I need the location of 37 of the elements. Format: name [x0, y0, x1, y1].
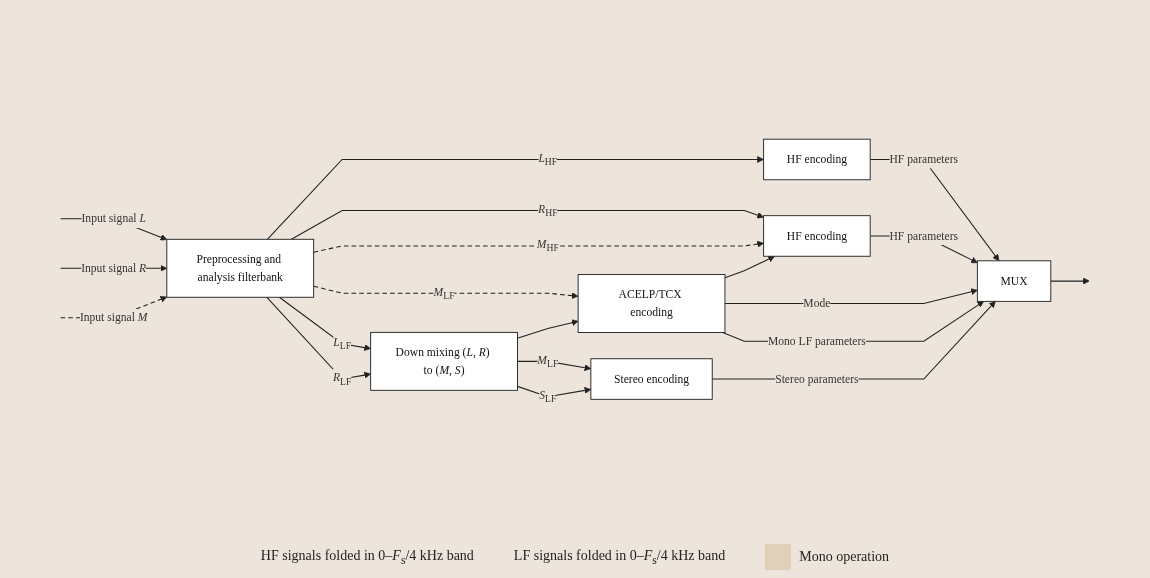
arrow	[290, 210, 764, 240]
arrow	[266, 296, 371, 380]
edge-label: S$_{LF}$	[539, 389, 557, 405]
node-box: Stereo encoding	[590, 358, 713, 400]
edge-label: L$_{LF}$	[333, 336, 352, 352]
edge-label: M$_{LF}$	[433, 285, 455, 302]
arrow	[278, 296, 371, 351]
edge-label: Input signal R	[81, 261, 147, 275]
arrow	[1050, 277, 1090, 285]
node-box: HF encoding	[763, 138, 871, 181]
edge-label: Stereo parameters	[775, 372, 859, 386]
arrow	[266, 156, 764, 240]
node-box: Preprocessing and analysis filterbank	[166, 238, 315, 298]
node-box: Down mixing (L, R) to (M, S)	[370, 332, 518, 391]
note-text: LF signals folded in 0–F$_{s}$/4 kHz band	[513, 547, 726, 567]
arrow	[724, 255, 775, 279]
edge-label: R$_{HF}$	[538, 203, 558, 219]
edge-label: Input signal L	[81, 212, 146, 225]
node-box: ACELP/TCX encoding	[577, 274, 726, 333]
edge-label: Mode	[803, 297, 831, 310]
edge-label: HF parameters	[889, 229, 959, 243]
node-box: HF encoding	[763, 215, 871, 257]
arrow	[724, 288, 978, 305]
arrow	[516, 319, 579, 339]
legend-label: Mono operation	[799, 549, 890, 565]
edge-label: Mono LF parameters	[767, 334, 866, 348]
edge-label: M$_{HF}$	[536, 238, 559, 254]
arrow	[516, 360, 592, 372]
node-box: MUX	[976, 260, 1052, 302]
note-text: HF signals folded in 0–F$_{s}$/4 kHz band	[260, 547, 474, 567]
edge-label: Input signal M	[79, 311, 148, 324]
edge-label: M$_{LF}$	[537, 353, 559, 370]
edge-label: R$_{LF}$	[332, 371, 352, 387]
edge-label: HF parameters	[889, 153, 959, 166]
edge-label: L$_{HF}$	[538, 151, 558, 168]
arrow	[313, 285, 579, 300]
arrow	[313, 240, 764, 253]
